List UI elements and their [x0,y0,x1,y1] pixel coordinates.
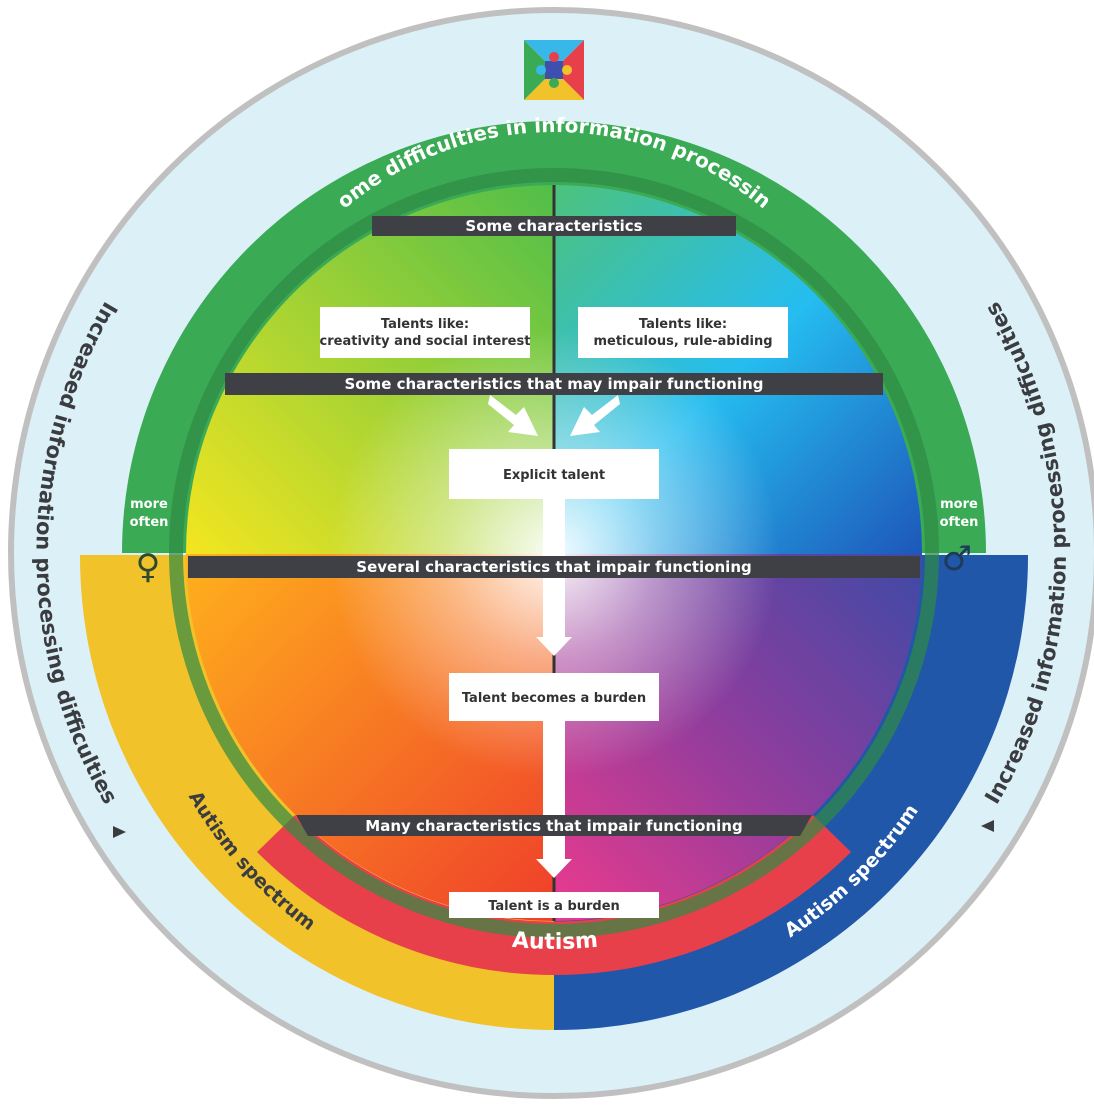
explicit-talent-label: Explicit talent [503,468,605,483]
female-symbol-icon: ♀ [136,547,161,587]
explicit-talent-box [449,449,659,499]
talent-is-burden-label: Talent is a burden [488,899,620,914]
band-may-impair-label: Some characteristics that may impair fun… [344,375,763,393]
band-many-label: Many characteristics that impair functio… [365,817,742,835]
arrow-down-icon [488,395,538,436]
band-some-characteristics [372,216,736,236]
band-some-characteristics-label: Some characteristics [465,217,642,235]
more-often-left-line2: often [130,515,169,530]
arrow-down-icon [570,395,620,436]
arrow-head-icon [113,826,126,838]
band-many [296,815,812,836]
inner-rim [169,168,939,938]
talent-is-burden-box [449,892,659,918]
color-wheel [186,185,922,921]
flow-arrow-stem [543,721,565,861]
band-several [188,556,920,578]
talent-left-box [320,307,530,358]
more-often-right-line2: often [940,515,979,530]
more-often-left-line1: more [130,497,168,512]
puzzle-logo-icon [524,40,584,100]
arrow-down-icon [536,637,572,656]
talent-left-title: Talents like: [381,317,469,332]
male-symbol-icon: ♂ [942,539,972,579]
more-often-right-line1: more [940,497,978,512]
band-may-impair [225,373,883,395]
talent-right-text: meticulous, rule-abiding [593,334,772,349]
arrow-head-icon [981,820,994,832]
talent-left-text: creativity and social interest [320,334,531,349]
autism-arc [257,815,851,976]
arrow-down-icon [536,859,572,878]
talent-becomes-burden-label: Talent becomes a burden [462,691,646,706]
talent-becomes-burden-box [449,673,659,721]
talent-right-box [578,307,788,358]
talent-right-title: Talents like: [639,317,727,332]
autism-label: Autism [511,928,599,955]
band-several-label: Several characteristics that impair func… [356,558,751,576]
